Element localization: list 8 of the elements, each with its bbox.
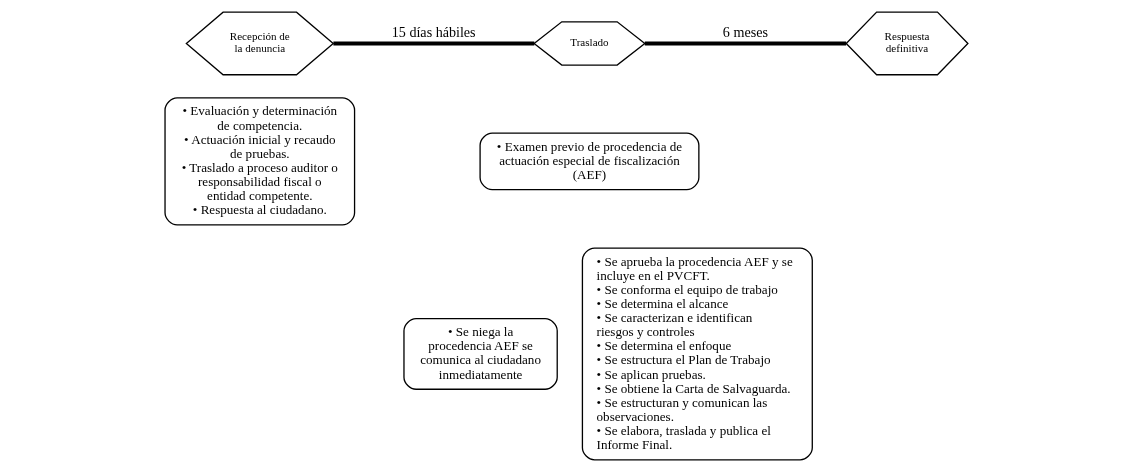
edge-label: 6 meses — [722, 23, 768, 40]
node-box: • Examen previo de procedencia de actuación especial de fiscalización (AEF) — [478, 132, 699, 191]
node-box: • Se niega la procedencia AEF se comunica al ciudadano inmediatamente — [402, 318, 558, 390]
connector — [644, 41, 846, 46]
node-box: • Se aprueba la procedencia AEF y se incluye en el PVCFT. • Se conforma el equipo de trabajo • Se determina el alcance • Se caracterizan e identifican riesgos y controles • Se determina el enfoque • Se estructura el Plan de Trabajo • Se aplican pruebas. • Se obtiene la Carta de Salvaguarda. • Se estructuran y comunican las observaciones. • Se elabora, traslada y publica el Informe Final. — [581, 247, 813, 461]
edge-label: 15 días hábiles — [391, 23, 476, 40]
node-box: • Evaluación y determinación de competencia. • Actuación inicial y recaudo de pruebas. • Traslado a proceso auditor o responsabilidad fiscal o entidad competente. • Respuesta al ciudadano. — [163, 97, 355, 226]
connector — [332, 41, 534, 46]
